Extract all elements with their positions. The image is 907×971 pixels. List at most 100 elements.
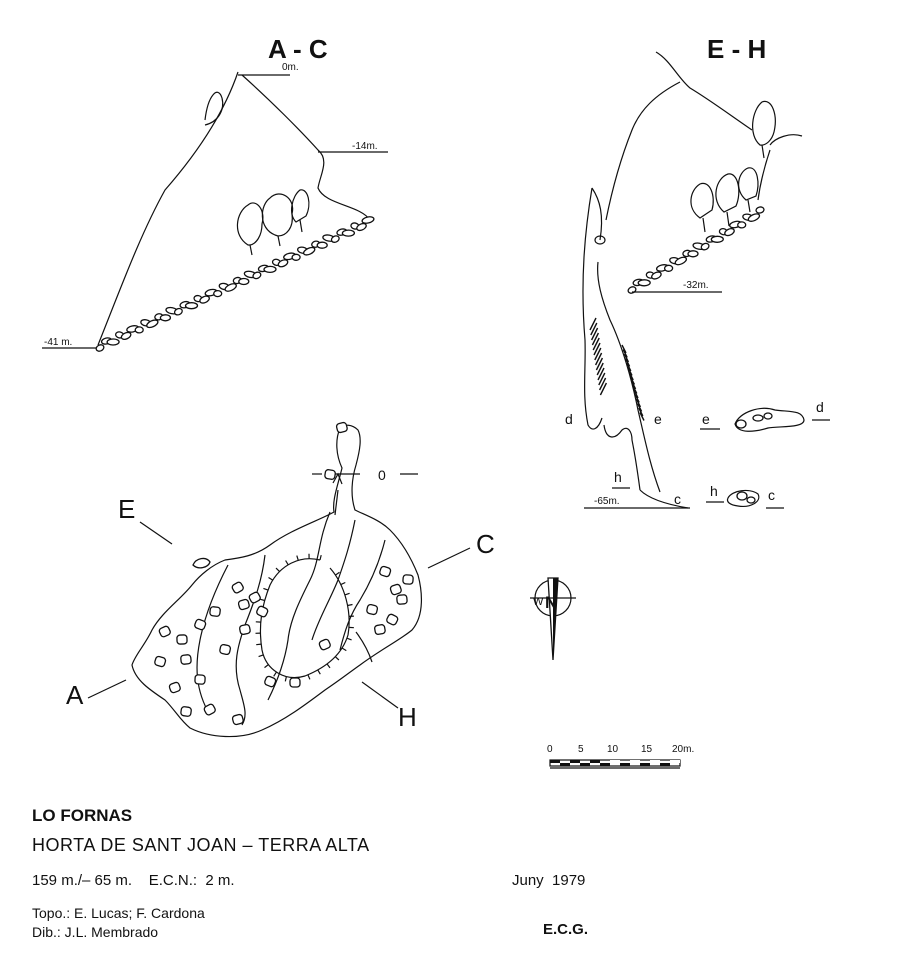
boulder: [256, 605, 269, 618]
pit-tick: [340, 581, 346, 586]
plan-letter-a: A: [66, 680, 84, 710]
pit-tick: [273, 671, 277, 677]
hatch-stroke: [623, 353, 630, 363]
boulder: [168, 681, 181, 694]
compass-north: N: [545, 593, 557, 612]
hatch-stroke: [624, 358, 631, 367]
profile-ac: A - C 0m. -14m. -41 m.: [42, 34, 388, 352]
boulder: [330, 235, 340, 243]
boulder: [231, 713, 244, 726]
cave-location: HORTA DE SANT JOAN – TERRA ALTA: [32, 835, 370, 855]
boulder: [674, 256, 688, 266]
boulder: [203, 703, 216, 716]
hatch-stroke: [622, 349, 628, 358]
boulder: [386, 613, 399, 626]
cave-name: LO FORNAS: [32, 806, 133, 825]
profile-ac-boulder-slope: [95, 216, 375, 352]
pit-tick: [317, 669, 321, 675]
boulder: [95, 344, 105, 352]
section-mark-a: [87, 679, 127, 699]
shaft-lower-wall: [603, 424, 641, 491]
boulder: [120, 331, 132, 340]
depth-label-41: -41 m.: [44, 337, 72, 348]
hatch-stroke: [596, 362, 604, 376]
boulder: [213, 289, 223, 298]
plan-pit-outline: [259, 558, 350, 679]
scale-segment: [590, 760, 600, 763]
scale-segment: [670, 760, 680, 763]
boulder: [366, 603, 379, 616]
boulder: [248, 591, 261, 604]
boulder: [237, 598, 250, 611]
depth-label-65: -65m.: [594, 496, 620, 507]
profile-eh-surface: [655, 51, 753, 131]
profile-letter-d: d: [565, 411, 573, 427]
scale-tick-20: 20m.: [672, 744, 694, 755]
hatch-stroke: [627, 367, 633, 376]
profile-letter-c: c: [674, 491, 681, 507]
hatch-stroke: [634, 394, 640, 403]
boulder: [106, 338, 120, 346]
hatch-stroke: [594, 352, 603, 366]
survey-credits-drawing: Dib.: J.L. Membrado: [32, 924, 159, 940]
pit-tick: [296, 555, 299, 561]
shaft-left-wall: [582, 187, 603, 430]
profile-eh-right-wall: [757, 149, 771, 201]
scale-bar: 0 5 10 15 20m.: [547, 744, 694, 769]
boulder: [231, 581, 244, 594]
scale-segment: [630, 760, 640, 763]
pit-tick: [341, 647, 347, 652]
pit-tick: [326, 663, 331, 669]
pit-tick: [256, 643, 262, 646]
boulder: [724, 228, 735, 237]
tree-icon: [291, 189, 310, 233]
hatch-stroke: [591, 332, 600, 346]
scale-segment: [580, 763, 590, 766]
scale-tick-10: 10: [607, 744, 619, 755]
section-mark-c: [427, 547, 471, 569]
cross-section-hc: h c: [706, 483, 784, 509]
pit-tick: [335, 571, 340, 576]
section-letter-h: h: [710, 483, 718, 499]
pit-tick: [264, 664, 269, 669]
scale-segment: [570, 760, 580, 763]
survey-date: Juny 1979: [512, 872, 586, 889]
scale-tick-0: 0: [547, 744, 553, 755]
tree-icon: [690, 182, 714, 233]
profile-eh-boulder-slope: [627, 206, 765, 294]
depth-label-0: 0m.: [282, 62, 299, 73]
hatch-stroke: [633, 389, 639, 399]
boulder: [389, 583, 402, 596]
pit-tick: [307, 674, 311, 680]
cross-section-ed: e d: [700, 399, 830, 432]
boulder: [154, 655, 167, 668]
tree-icon: [752, 100, 776, 159]
boulder: [224, 283, 237, 292]
hatch-stroke: [628, 371, 634, 381]
profile-ac-left-wall: [97, 71, 239, 346]
hatch-stroke: [592, 337, 600, 351]
boulder: [194, 674, 206, 685]
plan-contour: [339, 539, 386, 651]
plan-boulders: [154, 421, 414, 726]
cave-figures: 159 m./– 65 m. E.C.N.: 2 m.: [32, 872, 235, 889]
plan-contour: [235, 554, 266, 726]
plan-letter-c: C: [476, 529, 495, 559]
scale-segment: [620, 763, 630, 766]
boulder: [291, 253, 301, 261]
boulder: [173, 307, 183, 316]
tree-icon: [715, 173, 740, 227]
hatch-stroke: [598, 372, 606, 386]
hatch-stroke: [630, 380, 637, 390]
boulder: [180, 654, 192, 665]
profile-eh-title: E - H: [707, 34, 766, 64]
boulder: [184, 302, 199, 310]
tree-icon: [236, 202, 264, 256]
compass-west: W: [533, 596, 544, 608]
boulder: [134, 326, 144, 334]
boulder: [194, 618, 207, 631]
plan-boulder: [192, 557, 211, 569]
boulder: [356, 222, 367, 232]
hatch-stroke: [621, 344, 627, 354]
profile-ac-title: A - C: [268, 34, 328, 64]
